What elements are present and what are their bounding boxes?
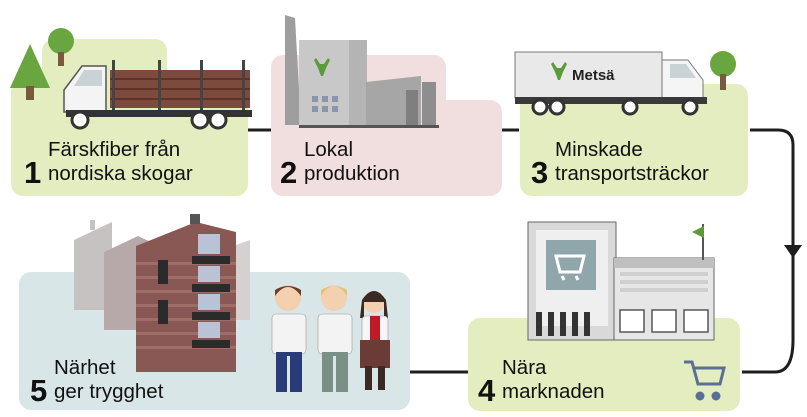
factory-logo-icon	[314, 58, 330, 76]
apartment-building-icon	[136, 214, 236, 372]
step-title-line1: Lokal	[304, 138, 354, 161]
connector-line	[248, 128, 795, 374]
metsa-logo-text: Metsä	[572, 67, 615, 84]
round-tree-icon	[710, 51, 736, 90]
metsa-logo-icon	[551, 62, 567, 80]
person-icon	[360, 291, 390, 390]
step-title-line2: produktion	[304, 162, 400, 185]
shopping-cart-icon	[684, 360, 726, 401]
round-tree-icon	[48, 28, 74, 66]
step-title-line1: Färskfiber från	[48, 138, 181, 161]
step-number: 3	[531, 155, 549, 190]
timber-truck-icon	[63, 60, 252, 130]
house-icon	[74, 220, 112, 310]
step-number: 4	[478, 373, 496, 408]
arrow-down-icon	[784, 245, 802, 258]
step-number: 5	[30, 373, 48, 408]
metsa-truck-icon: Metsä	[514, 51, 707, 116]
step-title-line2: transportsträckor	[555, 162, 709, 185]
step-number: 1	[24, 155, 42, 190]
shopping-center-icon	[527, 221, 715, 341]
panel-step-4	[468, 318, 740, 411]
factory-icon	[285, 15, 439, 128]
step-number: 2	[280, 155, 298, 190]
flag-icon	[692, 226, 704, 238]
person-icon	[317, 285, 353, 392]
step-title-line2: nordiska skogar	[48, 162, 193, 185]
step-title-line2: marknaden	[502, 380, 605, 403]
tree-icon	[10, 44, 50, 100]
step-title-line1: Minskade	[555, 138, 643, 161]
person-icon	[271, 285, 307, 392]
step-title-line2: ger trygghet	[54, 380, 164, 403]
step-title-line1: Nära	[502, 356, 547, 379]
step-title-line1: Närhet	[54, 356, 116, 379]
